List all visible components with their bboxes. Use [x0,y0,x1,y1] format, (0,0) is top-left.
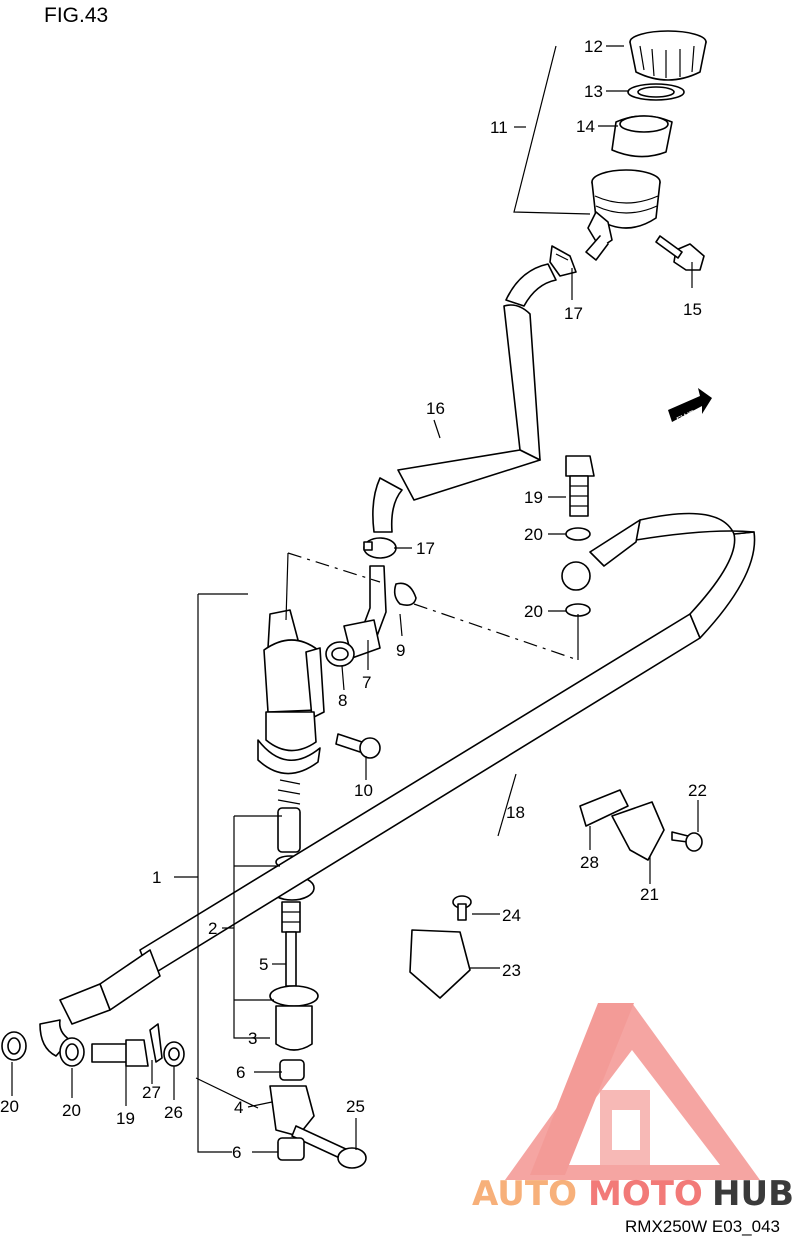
callout-28: 28 [580,853,599,872]
callout-26: 26 [164,1103,183,1122]
callout-23: 23 [502,961,521,980]
callout-3: 3 [248,1029,257,1048]
clevis-part-4 [269,1085,315,1137]
callout-27: 27 [142,1083,161,1102]
callout-5: 5 [259,955,268,974]
callout-16: 16 [426,399,445,418]
o-ring-part-8 [325,641,355,667]
hose-part-16 [372,263,557,533]
bolt-part-10 [335,733,381,759]
guide-plate-part-28 [579,789,629,827]
boot-part-3 [269,985,319,1051]
diaphragm-part-14 [611,115,673,158]
washer-part-20-left [1,1031,27,1061]
banjo-bolt-part-19-lower [91,1039,149,1067]
figure-title: FIG.43 [44,4,108,27]
callout-25: 25 [346,1097,365,1116]
callout-6-lower: 6 [232,1143,241,1162]
callout-15: 15 [683,300,702,319]
reservoir-cap-part-12 [629,30,707,81]
bolt-part-15 [655,235,705,271]
callout-11: 11 [490,118,508,137]
washer-part-26 [163,1041,185,1067]
callout-22: 22 [688,781,707,800]
callout-12: 12 [584,37,603,56]
callout-20-left: 20 [0,1097,19,1116]
screw-part-24 [452,895,472,921]
pin-part-25 [291,1125,367,1169]
push-rod-part-5 [281,901,301,987]
guide-part-21 [611,801,665,861]
callout-8: 8 [338,691,347,710]
master-cylinder-part-1 [257,609,325,775]
callout-1: 1 [152,868,161,887]
watermark-word-auto: AUTO [472,1174,577,1214]
watermark-word-moto: MOTO [588,1174,703,1214]
callout-17-upper: 17 [564,304,583,323]
screw-part-22 [671,831,703,852]
callout-24: 24 [502,906,521,925]
cotter-pin-part-27 [149,1023,163,1063]
figure-reference: RMX250W E03_043 [625,1217,780,1236]
callout-10: 10 [354,781,373,800]
callout-19-lower: 19 [116,1109,135,1128]
nut-part-6-upper [279,1059,305,1081]
callout-14: 14 [576,117,595,136]
callout-20-upper: 20 [524,525,543,544]
callout-9: 9 [396,641,405,660]
callout-2: 2 [208,919,217,938]
callout-20-mid: 20 [524,602,543,621]
watermark-logo [505,1003,760,1180]
washer-part-20-upper [565,527,591,541]
callout-13: 13 [584,82,603,101]
clamp-part-17-upper [549,245,577,277]
spring-part-piston [277,779,301,853]
nut-part-6-lower [277,1137,305,1161]
fwd-arrow-icon: FWD [668,388,712,425]
callout-19-upper: 19 [524,488,543,507]
callout-17-lower: 17 [416,539,435,558]
callout-20-lower: 20 [62,1101,81,1120]
callout-21: 21 [640,885,659,904]
guide-part-23 [409,929,471,999]
banjo-fitting-upper [561,561,591,591]
callout-7: 7 [362,673,371,692]
clamp-part-17-lower [363,537,397,559]
washer-part-20-lower [59,1037,85,1067]
watermark-word-hub: HUB [712,1174,794,1214]
brake-hose-part-18 [39,512,756,1057]
banjo-bolt-part-19-upper [565,455,595,517]
callout-18: 18 [506,803,525,822]
diaphragm-plate-part-13 [627,83,685,101]
callout-6-upper: 6 [236,1063,245,1082]
leader-lines [11,45,699,1153]
callout-labels: 1 2 3 4 5 6 6 7 8 9 10 11 12 13 14 15 16… [0,37,707,1162]
callout-4: 4 [234,1098,243,1117]
reservoir-body-part-11 [585,169,661,261]
